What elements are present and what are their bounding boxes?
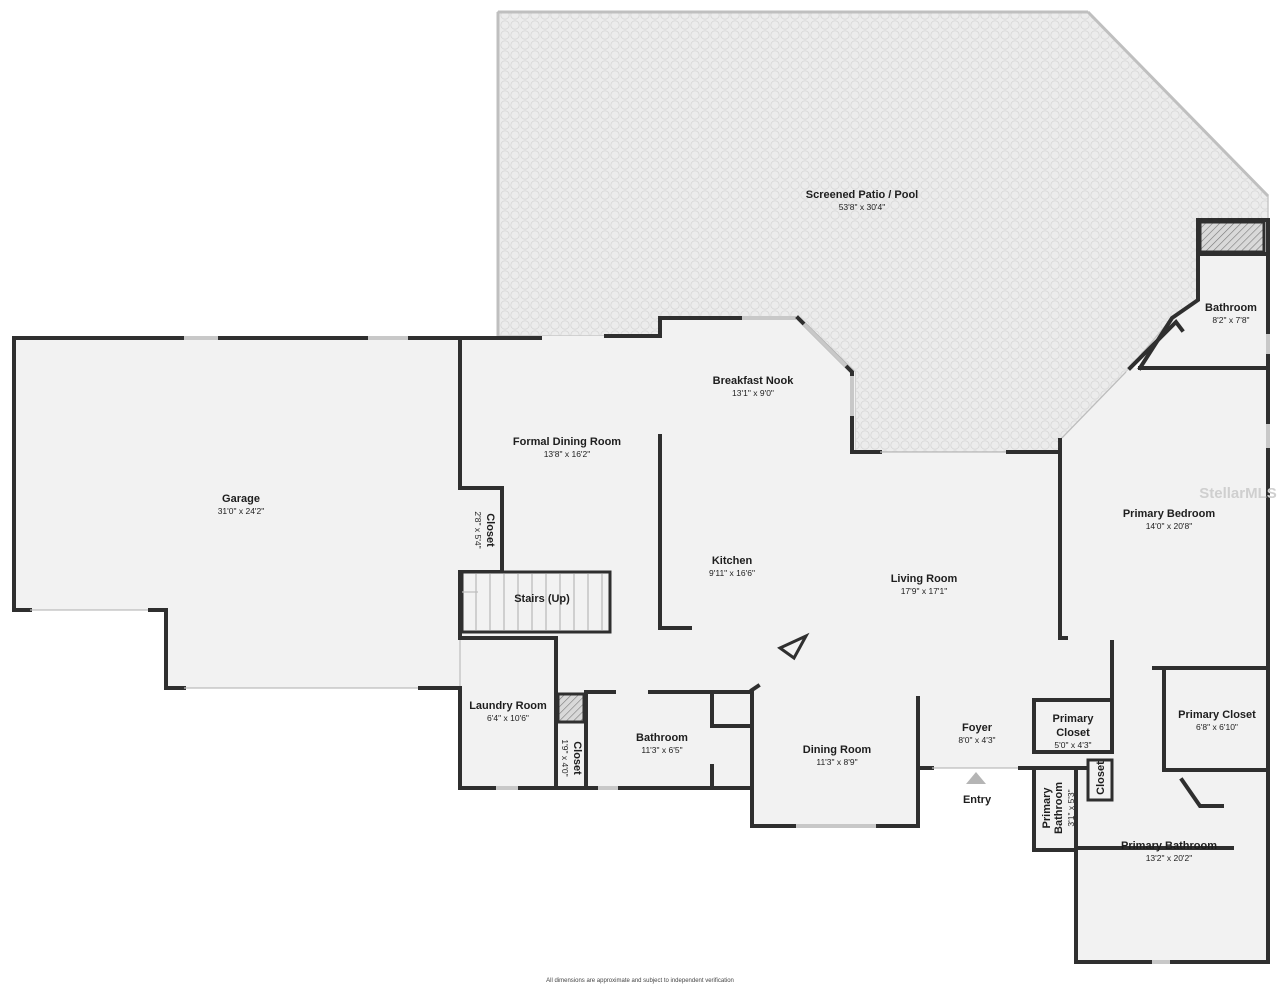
- tub-outline: [1179, 777, 1224, 808]
- nook-window-diag: [802, 322, 848, 368]
- stairs-name: Stairs (Up): [514, 593, 570, 605]
- garage-dims: 31'0" x 24'2": [218, 506, 265, 516]
- patio-name: Screened Patio / Pool: [806, 189, 918, 201]
- closet-a-dims: 2'8" x 5'4": [473, 511, 483, 548]
- primary-closet-a-dims: 5'0" x 4'3": [1054, 740, 1091, 750]
- breakfast-nook-dims: 13'1" x 9'0": [732, 388, 774, 398]
- primary-bathroom-dims: 13'2" x 20'2": [1146, 853, 1193, 863]
- formal-dining-wall-top-right: [604, 316, 742, 338]
- formal-dining-name: Formal Dining Room: [513, 436, 621, 448]
- bath-lower-dims: 11'3" x 6'5": [641, 745, 682, 755]
- garage-wall-step: [148, 608, 186, 690]
- closet-c-walls: [1086, 758, 1114, 802]
- bath-upper-name: Bathroom: [1205, 302, 1257, 314]
- laundry-name: Laundry Room: [469, 700, 547, 712]
- closet-c-name: Closet: [1095, 761, 1107, 795]
- kitchen-wall: [658, 434, 692, 630]
- bedroom-wall-left: [1058, 438, 1068, 640]
- laundry-dims: 6'4" x 10'6": [487, 713, 529, 723]
- closet-b-dims: 1'9" x 4'0": [560, 739, 570, 776]
- dining-walls: [750, 690, 796, 828]
- upper-bath-floor: [1140, 254, 1268, 368]
- dining-wall-right: [876, 696, 920, 828]
- primary-bath-small-name-2: Bathroom: [1053, 782, 1065, 834]
- upper-bath-fixture: [1198, 220, 1266, 254]
- primary-bath-small-dims: 3'1" x 5'3": [1066, 789, 1076, 826]
- bath-lower-name: Bathroom: [636, 732, 688, 744]
- laundry-wall-left: [458, 686, 754, 790]
- garage-name: Garage: [222, 493, 260, 505]
- primary-bath-small-name-1: Primary: [1041, 787, 1053, 829]
- bedroom-wing-floor: [1060, 368, 1268, 668]
- entry-arrow-icon: [966, 772, 986, 784]
- watermark-text: StellarMLS: [1199, 485, 1277, 502]
- primary-closet-a-name-2: Closet: [1056, 727, 1090, 739]
- breakfast-nook-name: Breakfast Nook: [713, 375, 795, 387]
- primary-bathroom-name: Primary Bathroom: [1121, 840, 1217, 852]
- bath-upper-dims: 8'2" x 7'8": [1212, 315, 1249, 325]
- upper-bath-inner: [1127, 318, 1185, 371]
- closet-a-name: Closet: [484, 513, 496, 547]
- bath-lower-wall-top-b: [648, 690, 752, 728]
- compass-icon: [777, 632, 810, 661]
- primary-closet-b-dims: 6'8" x 6'10": [1196, 722, 1238, 732]
- primary-closet-a-walls: [1032, 640, 1114, 754]
- living-room-dims: 17'9" x 17'1": [901, 586, 948, 596]
- kitchen-name: Kitchen: [712, 555, 753, 567]
- patio-dims: 53'8" x 30'4": [839, 202, 886, 212]
- stairs-box: [460, 570, 612, 634]
- primary-closet-b-name: Primary Closet: [1178, 709, 1256, 721]
- dining-nub: [749, 683, 761, 693]
- foyer-name: Foyer: [962, 722, 993, 734]
- primary-closet-a-name-1: Primary: [1053, 713, 1095, 725]
- entry-label: Entry: [963, 794, 992, 806]
- living-room-name: Living Room: [891, 573, 958, 585]
- patio-screen-diagonal: [1086, 10, 1270, 198]
- foyer-dims: 8'0" x 4'3": [958, 735, 995, 745]
- bedroom-diag-window: [1061, 371, 1127, 439]
- primary-closet-b-walls: [1162, 666, 1270, 772]
- closet-b-fixture: [556, 692, 586, 724]
- formal-dining-dims: 13'8" x 16'2": [544, 449, 591, 459]
- stair-treads: [475, 574, 603, 630]
- dining-room-name: Dining Room: [803, 744, 872, 756]
- footer-note: All dimensions are approximate and subje…: [546, 978, 734, 984]
- primary-bedroom-name: Primary Bedroom: [1123, 508, 1216, 520]
- garage-floor: [14, 338, 460, 688]
- closet-b-name: Closet: [571, 741, 583, 775]
- kitchen-dims: 9'11" x 16'6": [709, 568, 755, 578]
- primary-bedroom-dims: 14'0" x 20'8": [1146, 521, 1193, 531]
- dining-room-dims: 11'3" x 8'9": [816, 757, 857, 767]
